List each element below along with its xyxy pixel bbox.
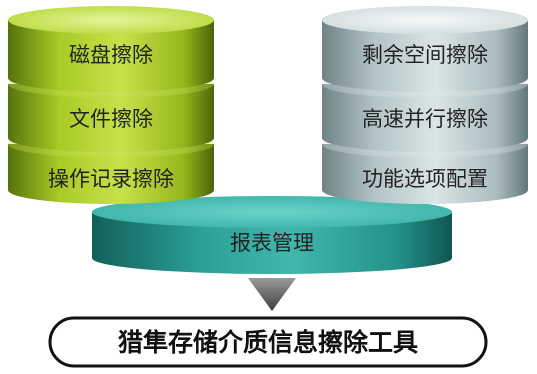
product-capsule: 猎隼存储介质信息擦除工具 [48, 316, 488, 368]
report-management-disc: 报表管理 [92, 196, 452, 274]
right-item-2-label: 高速并行擦除 [362, 107, 488, 131]
left-item-1-label: 磁盘擦除 [69, 43, 153, 67]
right-item-1-label: 剩余空间擦除 [362, 43, 488, 67]
product-name-label: 猎隼存储介质信息擦除工具 [118, 328, 418, 357]
right-cylinder-stack: 功能选项配置 高速并行擦除 剩余空间擦除 [322, 6, 528, 204]
left-item-3-label: 操作记录擦除 [48, 167, 174, 191]
right-item-3-label: 功能选项配置 [362, 167, 488, 191]
down-arrow-icon [248, 278, 296, 311]
right-segment-1: 剩余空间擦除 [322, 6, 528, 92]
left-segment-1: 磁盘擦除 [8, 6, 214, 92]
left-cylinder-stack: 操作记录擦除 文件擦除 磁盘擦除 [8, 6, 214, 204]
report-management-label: 报表管理 [230, 231, 314, 255]
left-item-2-label: 文件擦除 [69, 107, 153, 131]
